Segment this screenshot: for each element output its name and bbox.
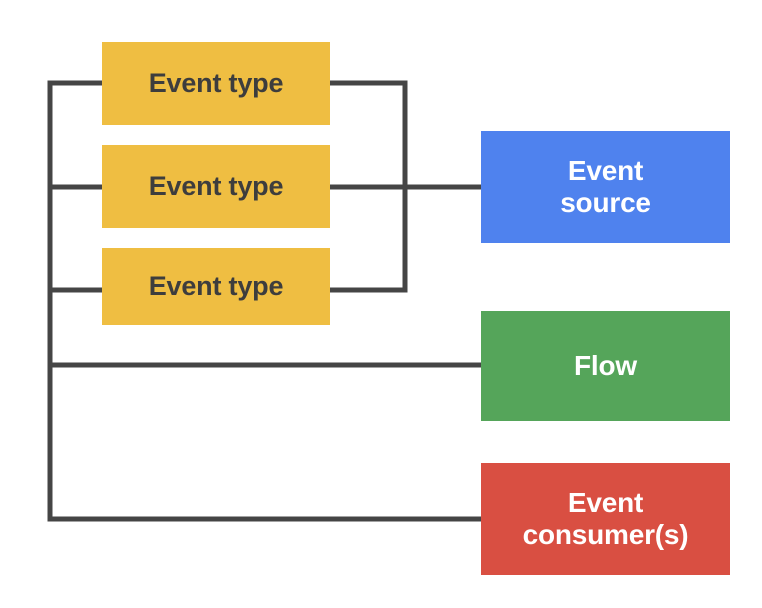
node-flow-label: Flow — [574, 349, 637, 381]
node-event-type-2[interactable]: Event type — [102, 145, 330, 228]
node-event-type-2-label: Event type — [148, 170, 284, 201]
node-event-type-3-label: Event type — [148, 270, 284, 301]
node-event-type-3[interactable]: Event type — [102, 248, 330, 325]
node-event-consumer[interactable]: Event consumer(s) — [481, 463, 730, 575]
node-event-source[interactable]: Event source — [481, 131, 730, 243]
node-event-consumer-label: Event consumer(s) — [522, 486, 689, 550]
node-event-type-1-label: Event type — [148, 67, 284, 98]
node-event-type-1[interactable]: Event type — [102, 42, 330, 125]
node-event-source-label: Event source — [560, 154, 651, 218]
node-flow[interactable]: Flow — [481, 311, 730, 421]
